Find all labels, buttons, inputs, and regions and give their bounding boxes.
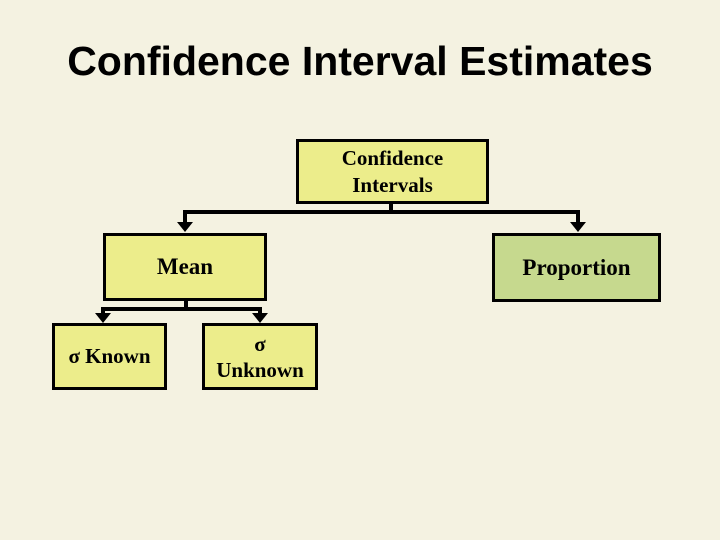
node-mean: Mean xyxy=(103,233,267,301)
node-sigma-known: σ Known xyxy=(52,323,167,390)
arrow-down-icon xyxy=(95,313,111,323)
node-label: Mean xyxy=(156,254,214,279)
connector-level1-horizontal xyxy=(183,210,580,214)
node-label: σ Known xyxy=(68,344,151,368)
node-label-line: Intervals xyxy=(352,172,433,197)
node-label: Proportion xyxy=(522,254,631,280)
arrow-down-icon xyxy=(252,313,268,323)
arrow-down-icon xyxy=(177,222,193,232)
node-proportion: Proportion xyxy=(492,233,661,302)
connector-root-stub xyxy=(389,203,393,213)
connector-level2-horizontal xyxy=(101,307,262,311)
connector-to-proportion xyxy=(576,210,580,223)
node-confidence-intervals: Confidence Intervals xyxy=(296,139,489,204)
connector-to-mean xyxy=(183,210,187,223)
node-sigma-unknown: σ Unknown xyxy=(202,323,318,390)
connector-mean-stub xyxy=(184,299,188,310)
connector-to-sigma-known xyxy=(101,307,105,315)
node-label-line: Unknown xyxy=(216,357,304,382)
node-label-line: Confidence xyxy=(341,145,444,170)
connector-to-sigma-unknown xyxy=(258,307,262,315)
slide-title: Confidence Interval Estimates xyxy=(67,38,653,84)
node-label-line: σ xyxy=(254,331,266,356)
arrow-down-icon xyxy=(570,222,586,232)
